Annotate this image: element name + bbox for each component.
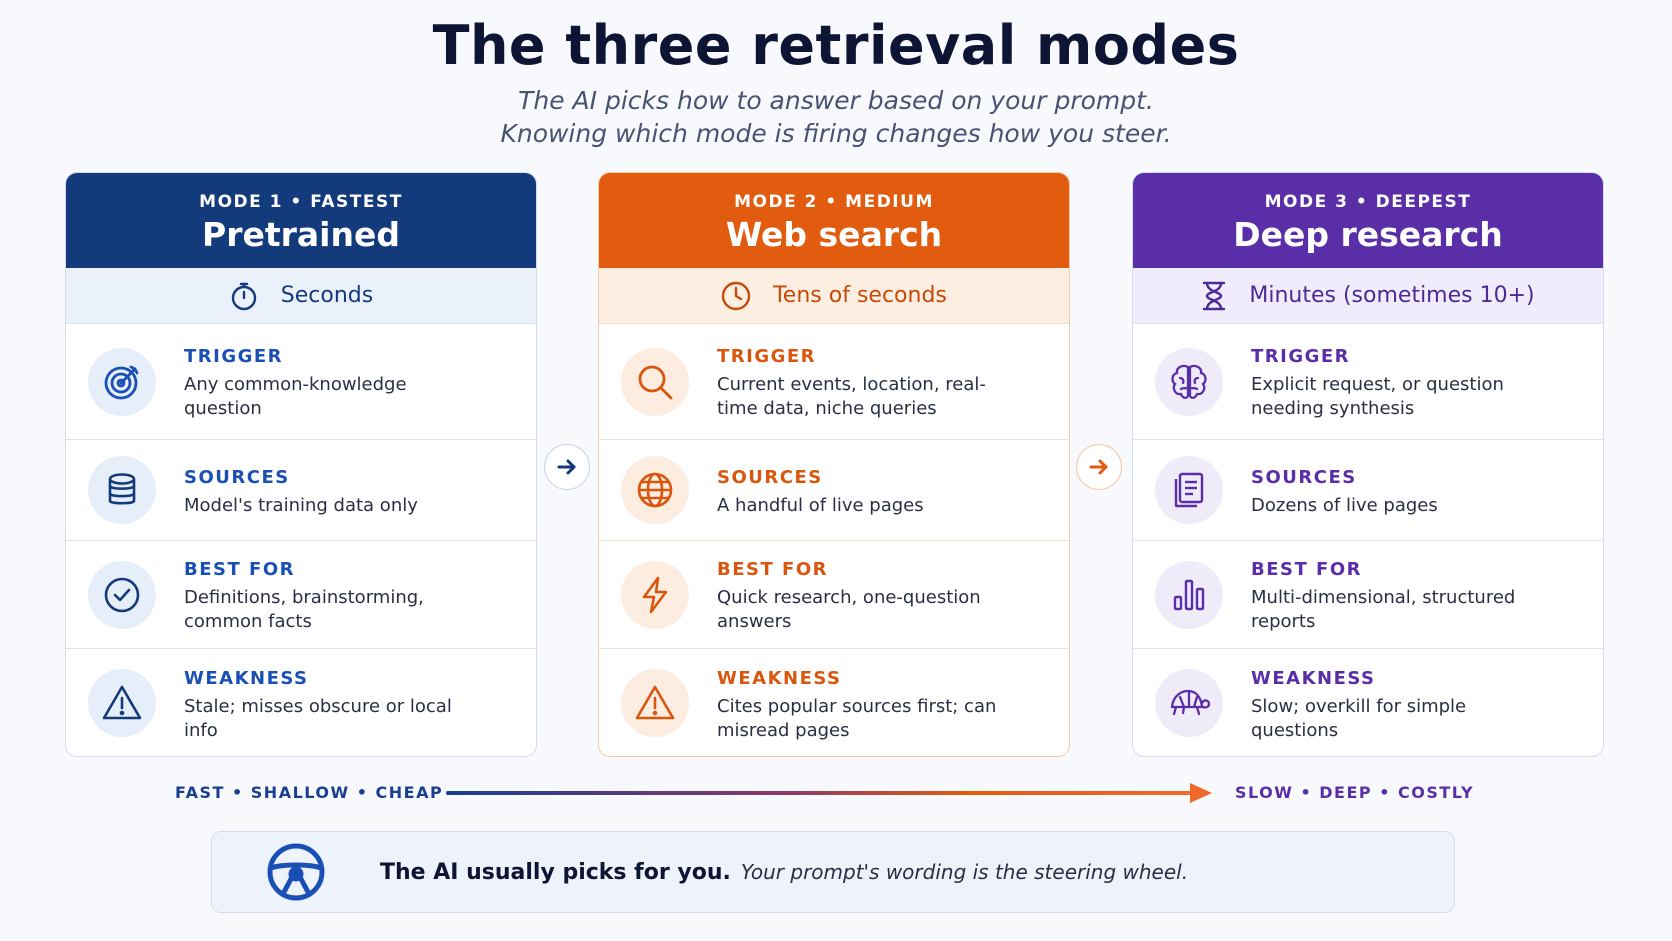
footer-bold-text: The AI usually picks for you.	[380, 859, 731, 885]
row-desc: Current events, location, real-time data…	[717, 374, 986, 419]
row-desc: Explicit request, or question needing sy…	[1251, 374, 1504, 419]
card-header: MODE 1 • FASTEST Pretrained	[66, 173, 536, 268]
row-best-for: BEST FOR Multi-dimensional, structured re…	[1133, 541, 1603, 649]
row-sources: SOURCES Dozens of live pages	[1133, 440, 1603, 541]
target-icon	[104, 365, 139, 399]
row-label: BEST FOR	[717, 559, 828, 580]
page-title: The three retrieval modes	[432, 14, 1240, 77]
time-label: Minutes (sometimes 10+)	[1249, 283, 1535, 308]
mode-name: Web search	[725, 215, 943, 254]
clock-icon	[721, 281, 751, 310]
lightning-icon	[642, 576, 668, 613]
mode-label: MODE 2 • MEDIUM	[734, 192, 934, 212]
row-trigger: TRIGGER Any common-knowledge question	[66, 324, 536, 440]
globe-icon	[637, 472, 673, 508]
row-label: SOURCES	[184, 466, 290, 488]
footer-callout: The AI usually picks for you. Your promp…	[211, 831, 1455, 913]
check-circle-icon	[104, 577, 140, 612]
row-weakness: WEAKNESS Stale; misses obscure or local i…	[66, 649, 536, 756]
brain-icon	[1171, 364, 1207, 399]
mode-label: MODE 3 • DEEPEST	[1264, 192, 1472, 212]
row-weakness: WEAKNESS Slow; overkill for simple questi…	[1133, 649, 1603, 756]
database-icon	[108, 473, 136, 505]
arrow-right-icon	[557, 459, 576, 475]
mode-card-deep-research: MODE 3 • DEEPEST Deep research Minutes (…	[1132, 172, 1604, 757]
time-row: Minutes (sometimes 10+)	[1133, 268, 1603, 324]
stopwatch-icon	[231, 282, 256, 310]
connector-arrow-2	[1076, 444, 1122, 490]
row-label: WEAKNESS	[1251, 667, 1376, 689]
time-row: Seconds	[66, 268, 536, 324]
row-sources: SOURCES A handful of live pages	[599, 440, 1069, 541]
mode-label: MODE 1 • FASTEST	[199, 192, 403, 212]
time-label: Tens of seconds	[773, 283, 947, 308]
warning-icon	[102, 685, 142, 720]
row-trigger: TRIGGER Explicit request, or question nee…	[1133, 324, 1603, 440]
card-header: MODE 2 • MEDIUM Web search	[599, 173, 1069, 268]
time-row: Tens of seconds	[599, 268, 1069, 324]
row-desc: Any common-knowledge question	[184, 374, 407, 419]
row-desc: Dozens of live pages	[1251, 494, 1438, 516]
mode-card-web-search: MODE 2 • MEDIUM Web search Tens of secon…	[598, 172, 1070, 757]
row-desc: Slow; overkill for simple questions	[1251, 695, 1467, 741]
mode-name: Pretrained	[202, 215, 400, 254]
subtitle-line-1: The AI picks how to answer based on your…	[518, 86, 1154, 115]
row-desc: A handful of live pages	[717, 494, 924, 516]
bar-chart-icon	[1173, 579, 1205, 610]
connector-arrow-1	[544, 444, 590, 490]
steering-wheel-icon	[267, 843, 325, 901]
turtle-icon	[1170, 689, 1211, 716]
subtitle-line-2: Knowing which mode is firing changes how…	[500, 119, 1172, 148]
row-desc: Cites popular sources first; can misread…	[717, 695, 997, 741]
row-desc: Stale; misses obscure or local info	[184, 695, 452, 741]
footer-italic-text: Your prompt's wording is the steering wh…	[740, 860, 1189, 884]
row-label: WEAKNESS	[717, 667, 842, 689]
row-label: WEAKNESS	[184, 667, 309, 689]
row-label: SOURCES	[1251, 466, 1357, 488]
row-desc: Multi-dimensional, structured reports	[1251, 587, 1516, 632]
row-label: BEST FOR	[184, 559, 295, 580]
mode-name: Deep research	[1233, 215, 1503, 254]
search-icon	[638, 365, 673, 399]
gradient-arrow	[446, 783, 1212, 803]
row-best-for: BEST FOR Quick research, one-question ans…	[599, 541, 1069, 649]
row-label: TRIGGER	[184, 346, 284, 367]
row-sources: SOURCES Model's training data only	[66, 440, 536, 541]
row-desc: Definitions, brainstorming, common facts	[184, 587, 424, 632]
card-header: MODE 3 • DEEPEST Deep research	[1133, 173, 1603, 268]
row-label: TRIGGER	[1251, 346, 1351, 367]
scale-left-label: FAST • SHALLOW • CHEAP	[175, 783, 444, 802]
row-desc: Model's training data only	[184, 494, 418, 516]
row-label: BEST FOR	[1251, 559, 1362, 580]
row-desc: Quick research, one-question answers	[717, 587, 981, 632]
row-label: SOURCES	[717, 466, 823, 488]
hourglass-icon	[1203, 281, 1226, 310]
time-label: Seconds	[280, 283, 374, 308]
row-trigger: TRIGGER Current events, location, real-ti…	[599, 324, 1069, 440]
row-best-for: BEST FOR Definitions, brainstorming, comm…	[66, 541, 536, 649]
scale-right-label: SLOW • DEEP • COSTLY	[1235, 783, 1475, 802]
mode-card-pretrained: MODE 1 • FASTEST Pretrained Seconds TRIG…	[65, 172, 537, 757]
documents-icon	[1174, 472, 1204, 508]
row-weakness: WEAKNESS Cites popular sources first; can…	[599, 649, 1069, 756]
arrow-right-icon	[1089, 459, 1108, 475]
row-label: TRIGGER	[717, 346, 817, 367]
warning-icon	[635, 685, 675, 720]
